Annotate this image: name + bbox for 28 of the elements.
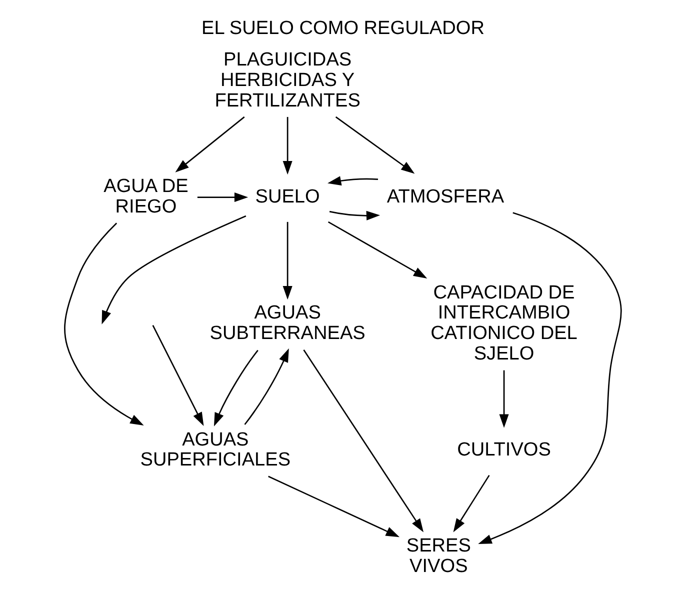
arrow <box>453 474 490 532</box>
node-text: AGUAS SUBTERRANEAS <box>210 302 366 344</box>
arrow <box>214 350 258 426</box>
arrow <box>328 221 428 278</box>
arrow <box>478 212 622 544</box>
node-text: PLAGUICIDAS HERBICIDAS Y FERTILIZANTES <box>214 49 360 112</box>
node-text: ATMOSFERA <box>386 186 504 208</box>
diagram-title: EL SUELO COMO REGULADOR <box>202 18 484 40</box>
node-text: CAPACIDAD DE INTERCAMBIO CATIONICO DEL SJELO <box>430 282 578 365</box>
arrow <box>197 192 248 202</box>
arrow <box>282 222 292 300</box>
node-text: AGUA DE RIEGO <box>104 176 188 218</box>
arrow <box>282 116 292 175</box>
node-text: SERES VIVOS <box>406 535 471 577</box>
node-text: AGUAS SUPERFICIALES <box>140 429 291 471</box>
arrow <box>152 325 204 426</box>
arrow <box>102 215 246 324</box>
node-text: SUELO <box>255 186 320 208</box>
arrow <box>328 176 378 186</box>
arrow <box>499 370 509 428</box>
arrow <box>335 116 415 174</box>
arrow <box>303 349 424 532</box>
arrow <box>329 210 380 220</box>
arrow <box>64 222 144 426</box>
arrow <box>244 348 289 425</box>
arrow <box>175 116 245 172</box>
arrow <box>268 476 400 538</box>
node-text: CULTIVOS <box>457 440 551 460</box>
